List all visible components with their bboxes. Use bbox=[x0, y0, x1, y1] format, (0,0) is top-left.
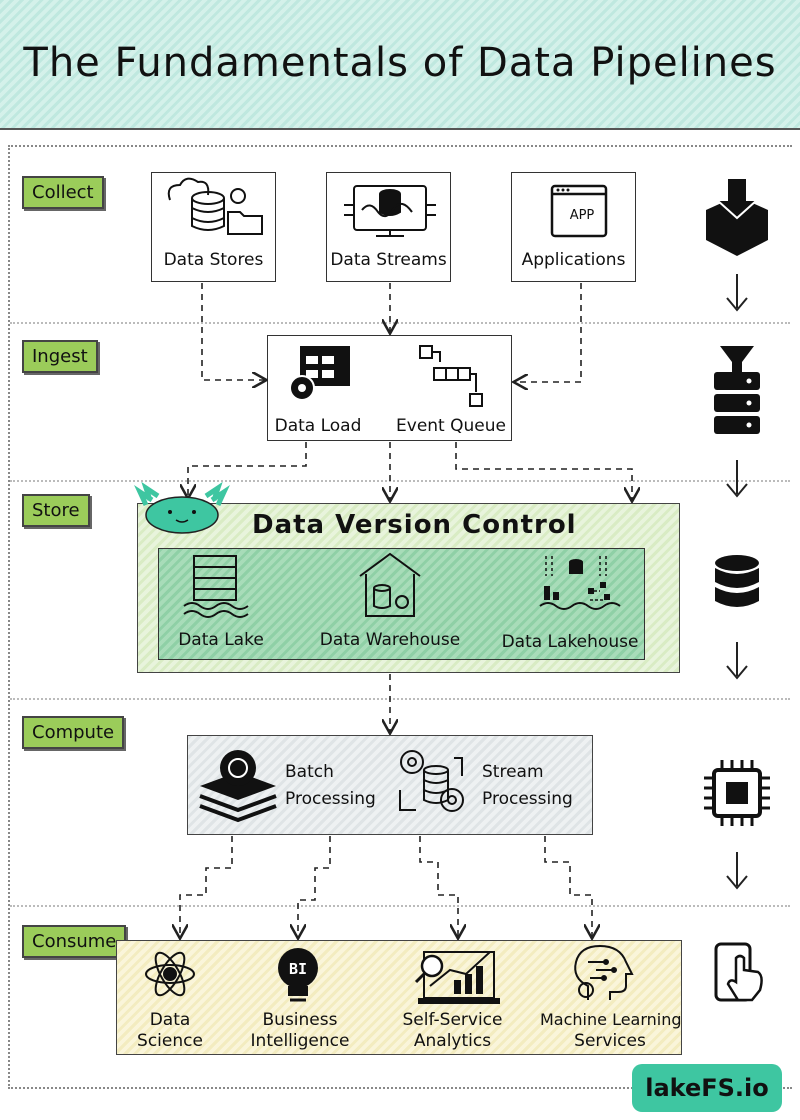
stage-ingest: Ingest bbox=[22, 340, 98, 373]
database-cloud-gear-icon bbox=[167, 177, 263, 235]
app-icon-text: APP bbox=[570, 208, 595, 223]
down-arrow-icon bbox=[726, 642, 748, 680]
batch-label-2: Processing bbox=[285, 789, 376, 809]
touch-tablet-icon bbox=[714, 942, 763, 1002]
data-lakehouse-label: Data Lakehouse bbox=[501, 632, 639, 652]
frame-border bbox=[8, 145, 792, 1089]
arrow-apps-to-ingest bbox=[515, 283, 582, 382]
divider bbox=[10, 480, 790, 482]
analytics-magnifier-icon bbox=[414, 951, 500, 1004]
data-stores-label: Data Stores bbox=[163, 250, 264, 270]
data-warehouse-label: Data Warehouse bbox=[319, 630, 461, 650]
bi-icon-text: BI bbox=[289, 960, 307, 978]
divider bbox=[10, 905, 790, 907]
machine-learning-head-icon bbox=[574, 944, 634, 1000]
applications-box bbox=[511, 172, 636, 282]
axolotl-mascot-icon bbox=[134, 481, 230, 534]
business-intelligence-bulb-icon: BI bbox=[278, 948, 318, 1002]
stage-collect: Collect bbox=[22, 176, 104, 209]
arrow-compute-to-ml bbox=[544, 836, 592, 937]
business-intelligence-label-2: Intelligence bbox=[250, 1031, 350, 1051]
event-queue-icon bbox=[419, 345, 483, 407]
inbox-download-icon bbox=[706, 177, 768, 256]
cpu-chip-icon bbox=[704, 760, 770, 826]
stage-consume: Consume bbox=[22, 925, 127, 958]
compute-area bbox=[187, 735, 593, 835]
data-streams-box bbox=[326, 172, 451, 282]
arrow-compute-to-bi bbox=[298, 836, 331, 937]
divider bbox=[10, 698, 790, 700]
arrow-ingest-to-store-right bbox=[455, 442, 632, 500]
stage-store: Store bbox=[22, 494, 90, 527]
stream-label-1: Stream bbox=[482, 762, 544, 782]
arrow-compute-to-ssa bbox=[419, 836, 458, 937]
arrow-compute-to-ds bbox=[180, 836, 233, 937]
data-version-control-title: Data Version Control bbox=[252, 510, 577, 540]
data-load-gear-icon bbox=[289, 346, 350, 401]
data-stream-icon bbox=[344, 185, 436, 237]
data-lake-label: Data Lake bbox=[178, 630, 264, 650]
down-arrow-icon bbox=[726, 274, 748, 312]
applications-label: Applications bbox=[521, 250, 626, 270]
data-science-atom-icon bbox=[145, 951, 195, 997]
down-arrow-icon bbox=[726, 460, 748, 498]
data-load-label: Data Load bbox=[274, 416, 362, 436]
stream-label-2: Processing bbox=[482, 789, 573, 809]
self-service-analytics-label-2: Analytics bbox=[413, 1031, 492, 1051]
database-icon bbox=[715, 555, 759, 607]
header-banner bbox=[0, 0, 800, 130]
data-science-label-2: Science bbox=[137, 1031, 203, 1051]
data-warehouse-icon bbox=[359, 552, 421, 617]
arrow-stores-to-ingest bbox=[201, 283, 265, 380]
event-queue-label: Event Queue bbox=[396, 416, 506, 436]
stage-compute: Compute bbox=[22, 716, 125, 749]
data-streams-label: Data Streams bbox=[330, 250, 447, 270]
page-title: The Fundamentals of Data Pipelines bbox=[23, 40, 777, 86]
data-stores-box bbox=[151, 172, 276, 282]
divider bbox=[10, 322, 790, 324]
machine-learning-label-1: Machine Learning bbox=[540, 1010, 682, 1029]
batch-label-1: Batch bbox=[285, 762, 334, 782]
self-service-analytics-label-1: Self-Service bbox=[402, 1010, 503, 1030]
storage-systems-area bbox=[158, 548, 645, 660]
lakefs-brand-badge[interactable]: lakeFS.io bbox=[632, 1064, 782, 1112]
machine-learning-label-2: Services bbox=[574, 1031, 646, 1051]
data-science-label-1: Data bbox=[149, 1010, 191, 1030]
business-intelligence-label-1: Business bbox=[262, 1010, 338, 1030]
batch-processing-icon bbox=[199, 750, 277, 823]
down-arrow-icon bbox=[726, 852, 748, 890]
filter-server-icon bbox=[714, 346, 760, 434]
data-lake-icon bbox=[183, 555, 249, 618]
stream-processing-icon bbox=[399, 750, 464, 812]
arrow-ingest-to-store-left bbox=[188, 442, 307, 497]
app-window-icon: APP bbox=[550, 184, 608, 238]
data-lakehouse-icon bbox=[539, 556, 621, 610]
